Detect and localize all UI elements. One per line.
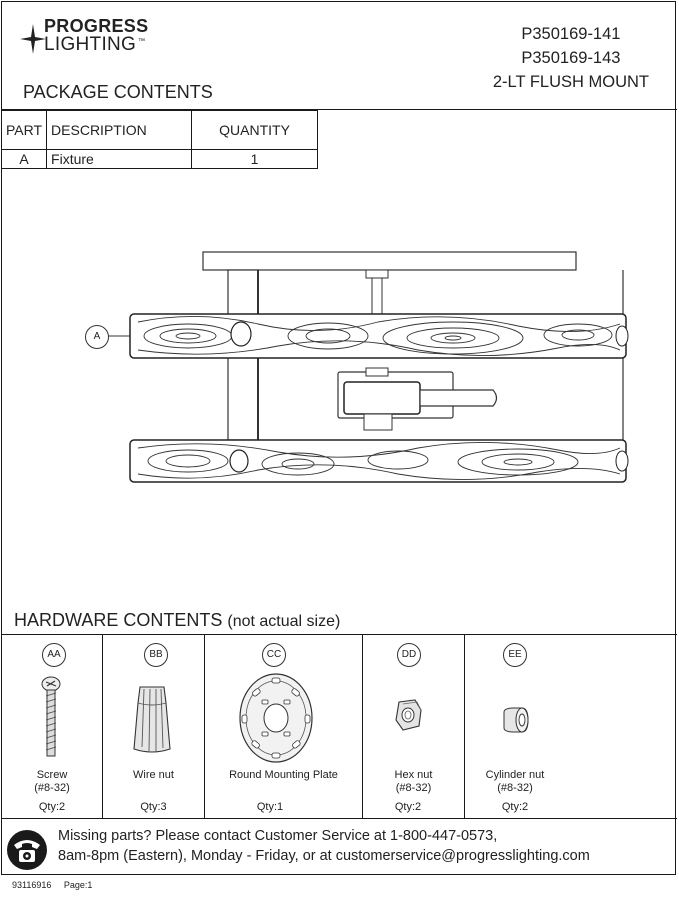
cell-description: Fixture bbox=[46, 149, 193, 169]
tag-ee: EE bbox=[503, 643, 527, 667]
col-quantity: QUANTITY bbox=[191, 110, 319, 150]
cylinder-nut-icon bbox=[503, 707, 529, 733]
hardware-name: Screw (#8-32) bbox=[2, 769, 102, 795]
hardware-qty: Qty:2 bbox=[38, 801, 66, 813]
tag-dd: DD bbox=[397, 643, 421, 667]
hardware-name-text: Wire nut bbox=[133, 769, 174, 781]
telephone-icon bbox=[7, 830, 47, 870]
hardware-qty: Qty:1 bbox=[256, 801, 284, 813]
hardware-name: Round Mounting Plate bbox=[205, 769, 362, 782]
hex-nut-icon bbox=[395, 699, 422, 731]
hardware-name: Hex nut (#8-32) bbox=[363, 769, 464, 795]
hardware-spec: (#8-32) bbox=[34, 782, 70, 794]
mounting-plate-icon bbox=[239, 673, 313, 763]
hardware-spec: (#8-32) bbox=[395, 782, 432, 794]
tag-aa: AA bbox=[42, 643, 66, 667]
table-header-row: PART DESCRIPTION QUANTITY bbox=[0, 110, 319, 150]
hardware-name-text: Hex nut bbox=[394, 769, 433, 781]
hardware-name: Wire nut bbox=[103, 769, 204, 782]
doc-number: 93116916 bbox=[12, 880, 52, 890]
footer-line-1: Missing parts? Please contact Customer S… bbox=[58, 828, 498, 844]
hardware-spec: (#8-32) bbox=[497, 782, 533, 794]
cell-quantity: 1 bbox=[191, 149, 319, 169]
fixture-drawing bbox=[108, 251, 629, 483]
hardware-contents-title: HARDWARE CONTENTS (not actual size) bbox=[14, 610, 340, 631]
hardware-qty: Qty:2 bbox=[394, 801, 422, 813]
divider bbox=[1, 109, 677, 110]
cell-part: A bbox=[0, 149, 48, 169]
package-contents-title: PACKAGE CONTENTS bbox=[23, 82, 213, 102]
brand-line1: PROGRESS bbox=[44, 16, 149, 36]
customer-service-note: Missing parts? Please contact Customer S… bbox=[58, 826, 590, 866]
divider bbox=[464, 634, 465, 818]
lower-wood-bar bbox=[129, 439, 629, 483]
hardware-name: Cylinder nut (#8-32) bbox=[465, 769, 565, 795]
document-id: 93116916 Page:1 bbox=[12, 880, 92, 890]
page-number: Page:1 bbox=[63, 880, 93, 890]
hardware-name-text: Round Mounting Plate bbox=[229, 769, 338, 781]
brand-line2: LIGHTING bbox=[44, 34, 137, 55]
col-part: PART bbox=[0, 110, 48, 150]
upper-wood-bar bbox=[129, 313, 629, 359]
brand-tm: ™ bbox=[138, 38, 145, 45]
page-frame bbox=[1, 1, 676, 875]
model-number-1: P350169-141 bbox=[521, 25, 621, 43]
divider bbox=[1, 818, 677, 819]
divider bbox=[102, 634, 103, 818]
hardware-title-text: HARDWARE CONTENTS bbox=[14, 610, 223, 630]
star-icon bbox=[20, 24, 46, 54]
footer-line-2: 8am-8pm (Eastern), Monday - Friday, or a… bbox=[58, 848, 590, 864]
col-description: DESCRIPTION bbox=[46, 110, 193, 150]
wire-nut-icon bbox=[133, 686, 171, 753]
model-block: P350169-141 P350169-143 2-LT FLUSH MOUNT bbox=[493, 22, 649, 94]
tag-cc: CC bbox=[262, 643, 286, 667]
hardware-note: (not actual size) bbox=[227, 613, 341, 630]
divider bbox=[362, 634, 363, 818]
divider bbox=[1, 634, 677, 635]
hardware-name-text: Screw bbox=[36, 769, 68, 781]
divider bbox=[204, 634, 205, 818]
tag-bb: BB bbox=[144, 643, 168, 667]
callout-a: A bbox=[85, 325, 109, 349]
hardware-qty: Qty:2 bbox=[501, 801, 529, 813]
model-number-2: P350169-143 bbox=[521, 49, 621, 67]
table-row: A Fixture 1 bbox=[0, 149, 319, 169]
parts-table: PART DESCRIPTION QUANTITY A Fixture 1 bbox=[0, 110, 319, 169]
screw-icon bbox=[41, 676, 61, 757]
hardware-qty: Qty:3 bbox=[140, 801, 167, 813]
product-name: 2-LT FLUSH MOUNT bbox=[492, 73, 649, 91]
hardware-name-text: Cylinder nut bbox=[485, 769, 545, 781]
socket-assembly bbox=[337, 367, 498, 431]
